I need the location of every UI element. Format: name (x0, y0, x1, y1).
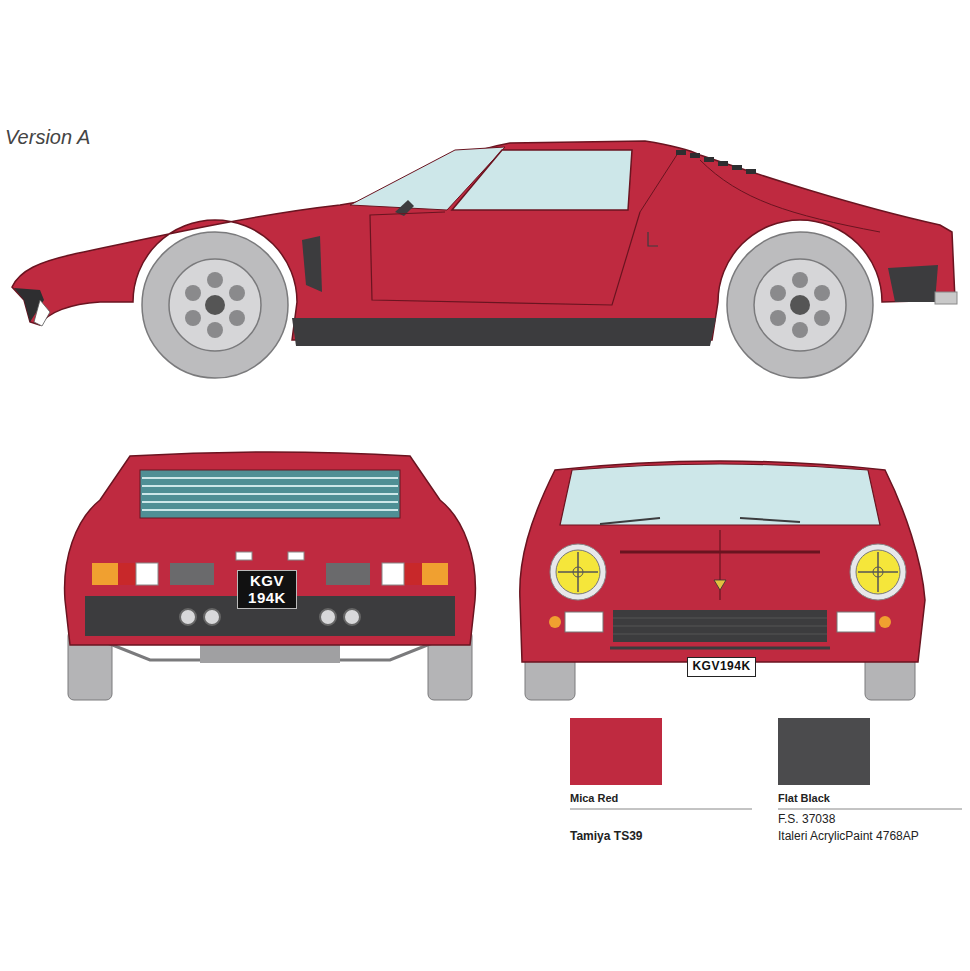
license-plate: KGV 194K (237, 570, 297, 609)
plate-text: KGV 194K (242, 573, 292, 606)
color-swatch (570, 718, 662, 785)
rear-view (65, 452, 476, 700)
front-view (520, 461, 925, 700)
legend-rule (570, 809, 752, 810)
version-label: Version A (5, 126, 90, 149)
fs-code: F.S. 37038 (778, 812, 835, 826)
legend-rule (778, 809, 962, 810)
paint-code: Italeri AcrylicPaint 4768AP (778, 829, 919, 843)
plate-text: KGV194K (692, 660, 750, 673)
paint-code: Tamiya TS39 (570, 829, 642, 843)
color-swatch (778, 718, 870, 785)
license-plate: KGV194K (687, 657, 756, 677)
legend-text: Mica Red (570, 792, 618, 804)
legend-text: Flat Black (778, 792, 830, 804)
side-view (12, 141, 957, 378)
